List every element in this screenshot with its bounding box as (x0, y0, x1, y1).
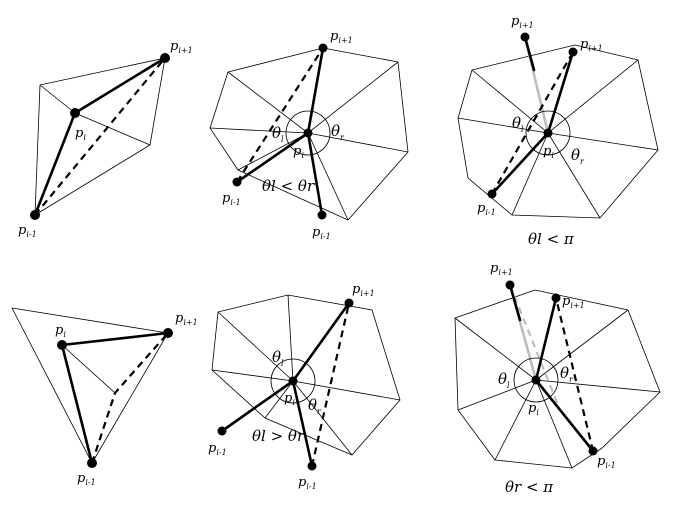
panel-f-shortcut (554, 297, 595, 452)
panel-f-vertex-next2 (505, 280, 515, 290)
panel-b-label-prev: pi-1 (222, 191, 241, 207)
panel-c-vertex-next (568, 47, 578, 57)
panel-b-edge-prev-cur (235, 131, 310, 184)
panel-a: pi pi+1 pi-1 (18, 39, 193, 239)
panel-c-label-next2: pi+1 (511, 14, 534, 30)
panel-e: θl θr pi pi+1 pi-1 pi-1 θl > θr (208, 282, 401, 491)
panel-d-vertex-cur (57, 340, 67, 350)
panel-d-label-prev: pi-1 (77, 471, 96, 487)
panel-c-label-prev: pi-1 (477, 201, 496, 217)
panel-e-mesh (211, 294, 401, 456)
panel-b-mesh (209, 47, 409, 221)
panel-d-vertex-prev (87, 458, 97, 468)
panel-c-edge-prev-cur (490, 131, 550, 196)
panel-d-edge-prev-cur (60, 343, 94, 465)
panel-d-label-cur: pi (55, 323, 66, 339)
panel-e-theta-r: θr (308, 396, 322, 416)
panel-b-vertex-next (318, 43, 328, 53)
panel-e-edge-prev-cur (220, 379, 295, 433)
panel-e-shortcut (310, 302, 351, 467)
panel-f-caption: θr < π (505, 478, 554, 496)
panel-b-angle-circle (285, 110, 331, 156)
panel-a-vertex-prev (30, 210, 40, 220)
panel-b-vertex-cur (303, 128, 313, 138)
panel-f-mesh (454, 289, 661, 469)
panel-e-edge-cur-next (291, 301, 351, 383)
panel-b-vertex-prev2 (317, 210, 327, 220)
panel-a-mesh (34, 57, 166, 216)
panel-c-theta-l: θl (512, 114, 524, 134)
panel-a-shortcut (34, 57, 166, 216)
panel-b-label-prev2: pi-1 (312, 225, 331, 241)
panel-f-vertex-cur (531, 375, 541, 385)
panel-f-label-prev: pi-1 (597, 454, 616, 470)
panel-d-shortcut (90, 332, 169, 464)
panel-c-edge-next2-stub (523, 35, 536, 72)
panel-f-vertex-prev (588, 446, 598, 456)
panel-a-vertex-next (160, 53, 170, 63)
panel-f-label-cur: pi (528, 401, 539, 417)
panel-e-label-next: pi+1 (352, 282, 375, 298)
panel-c-edge-cur-next (546, 50, 575, 135)
panel-c-caption: θl < π (528, 230, 575, 248)
panel-b: θl θr pi pi+1 pi-1 pi-1 θl < θr (209, 29, 409, 241)
panel-c: θl θr pi pi+1 pi+1 pi-1 θl < π (457, 14, 659, 248)
panel-a-vertex-cur (70, 108, 80, 118)
panel-d-mesh (11, 307, 169, 464)
panel-e-label-prev2: pi-1 (298, 475, 317, 491)
panel-a-edge-prev-cur (33, 111, 77, 217)
panel-b-edge-cur-prev2 (306, 131, 324, 217)
panel-a-label-prev: pi-1 (18, 223, 37, 239)
panel-e-vertex-next (344, 298, 354, 308)
panel-e-theta-l: θl (272, 348, 284, 368)
panel-f-vertex-next (551, 293, 561, 303)
panel-d-edge-cur-next (60, 331, 170, 347)
panel-f-theta-l: θl (498, 370, 510, 390)
panel-c-shortcut (491, 51, 574, 195)
panel-e-label-cur: pi (284, 391, 295, 407)
panel-c-theta-r: θr (571, 146, 585, 166)
panel-a-edge-cur-next (73, 56, 167, 115)
panel-b-vertex-prev (232, 177, 242, 187)
panel-a-label-cur: pi (75, 126, 86, 142)
panel-b-label-cur: pi (293, 144, 304, 160)
panel-b-inequality: θl < θr (262, 177, 315, 195)
panel-e-edge-cur-prev2 (291, 379, 314, 468)
panel-f-grey-shortcut (508, 284, 562, 411)
panel-c-angle-circle (525, 110, 571, 156)
panel-c-vertex-next2 (520, 32, 530, 42)
panel-b-shortcut (236, 47, 324, 183)
panel-c-label-next: pi+1 (580, 37, 603, 53)
panel-f-label-next2: pi+1 (490, 261, 513, 277)
panel-d: pi pi+1 pi-1 (11, 307, 198, 487)
panel-c-label-cur: pi (543, 144, 554, 160)
panel-f-edge-next2-stub (508, 283, 522, 322)
panel-c-vertex-cur (543, 128, 553, 138)
panel-c-mesh (457, 44, 659, 219)
panel-e-vertex-prev (217, 426, 227, 436)
panel-c-vertex-prev (487, 189, 497, 199)
panel-e-label-prev: pi-1 (208, 441, 227, 457)
panel-f-angle-circle (513, 357, 559, 403)
panel-b-theta-l: θl (272, 124, 284, 144)
panel-f-label-next: pi+1 (562, 294, 585, 310)
panel-f-edge-cur-prev (534, 378, 595, 453)
panel-e-inequality: θl > θr (252, 427, 305, 445)
panel-f: θl θr pi pi+1 pi+1 pi-1 θr < π (454, 261, 661, 496)
panel-a-label-next: pi+1 (170, 39, 193, 55)
panel-b-label-next: pi+1 (330, 29, 353, 45)
panel-b-edge-cur-next (306, 46, 325, 135)
panel-d-vertex-next (163, 328, 173, 338)
panel-b-theta-r: θr (331, 122, 345, 142)
panel-e-vertex-cur (288, 376, 298, 386)
panel-e-vertex-prev2 (307, 461, 317, 471)
panel-d-label-next: pi+1 (175, 311, 198, 327)
panel-f-edge-cur-next (534, 296, 558, 382)
panel-e-angle-circle (270, 358, 316, 404)
